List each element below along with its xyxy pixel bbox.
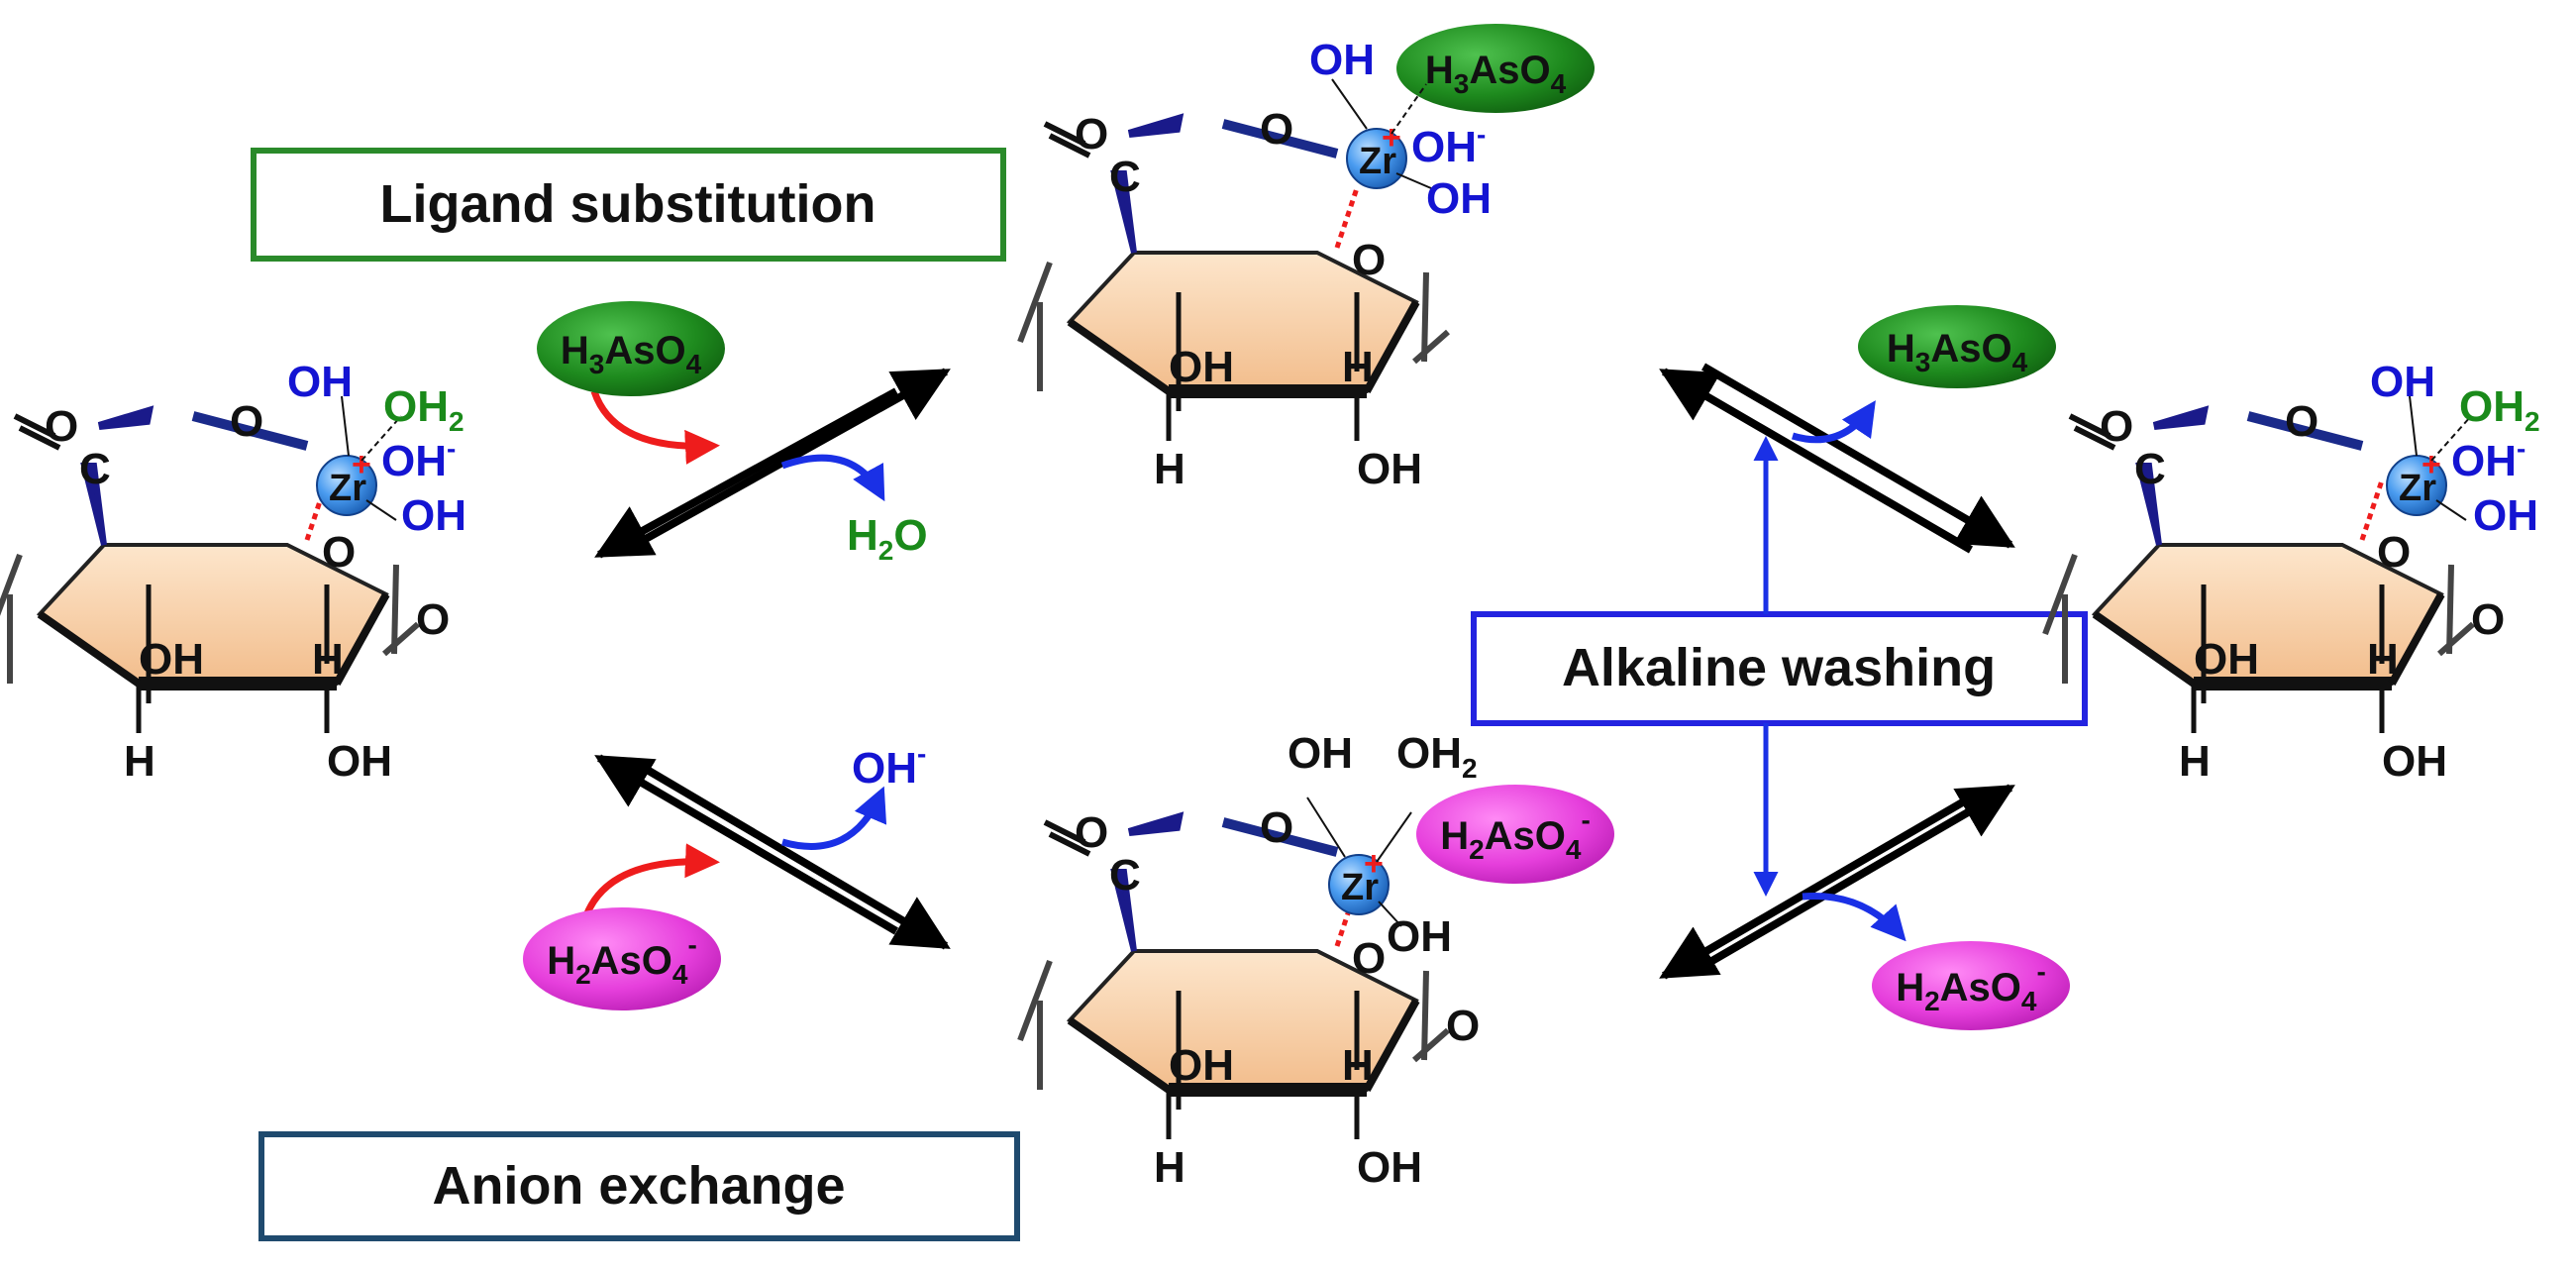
- h3aso4-oval-right: H3AsO4: [1858, 305, 2056, 388]
- oh-out-arrow: [781, 786, 887, 850]
- svg-text:OH: OH: [139, 635, 204, 684]
- svg-text:C: C: [1109, 153, 1141, 201]
- svg-text:O: O: [45, 402, 78, 451]
- svg-text:O: O: [322, 528, 356, 577]
- svg-text:OH2: OH2: [383, 382, 464, 437]
- svg-text:Zr: Zr: [2399, 468, 2436, 509]
- svg-text:OH: OH: [2370, 358, 2435, 406]
- svg-text:OH: OH: [1357, 1143, 1422, 1192]
- svg-text:O: O: [2285, 397, 2318, 446]
- svg-text:Zr: Zr: [1341, 867, 1379, 908]
- svg-text:OH: OH: [287, 358, 353, 406]
- svg-text:H: H: [1154, 445, 1185, 493]
- svg-text:OH: OH: [2473, 491, 2538, 540]
- ligand-substitution-box: [251, 148, 1006, 262]
- h3aso4-oval-top: H3AsO4: [1396, 24, 1595, 113]
- svg-text:OH-: OH-: [2451, 433, 2525, 485]
- svg-text:O: O: [1446, 1002, 1480, 1050]
- h2aso4-oval-right: H2AsO4-: [1872, 941, 2070, 1030]
- svg-text:O: O: [1260, 803, 1293, 852]
- svg-text:H: H: [2367, 635, 2399, 684]
- svg-text:OH: OH: [1387, 912, 1452, 961]
- svg-text:OH2: OH2: [1396, 729, 1478, 784]
- equilibrium-arrows-upper-left: [594, 368, 951, 559]
- svg-text:OH-: OH-: [381, 433, 456, 485]
- svg-text:H2AsO4-: H2AsO4-: [1896, 956, 2046, 1016]
- svg-text:OH: OH: [1288, 729, 1353, 778]
- oh-minus-label: OH-: [852, 738, 926, 793]
- svg-text:O: O: [1075, 808, 1108, 857]
- svg-text:C: C: [2134, 445, 2166, 493]
- svg-text:H: H: [2179, 737, 2211, 786]
- svg-text:OH-: OH-: [1411, 119, 1486, 171]
- molecule-left: O O C O O OH H H OH Zr + OH OH2 OH- OH: [0, 358, 466, 786]
- svg-text:Zr: Zr: [1359, 141, 1396, 182]
- svg-text:O: O: [2100, 402, 2133, 451]
- svg-text:C: C: [79, 445, 111, 493]
- h2o-label: H2O: [847, 511, 928, 566]
- svg-text:OH: OH: [1169, 1041, 1234, 1090]
- svg-text:H3AsO4: H3AsO4: [561, 329, 702, 379]
- svg-text:C: C: [1109, 851, 1141, 900]
- equilibrium-arrows-lower-right: [1659, 784, 2015, 980]
- anion-exchange-box: [258, 1131, 1020, 1241]
- svg-text:O: O: [1352, 934, 1386, 983]
- svg-text:H3AsO4: H3AsO4: [1887, 327, 2028, 377]
- ligand-substitution-label: Ligand substitution: [380, 174, 876, 234]
- alkaline-washing-label: Alkaline washing: [1562, 638, 1996, 697]
- h3aso4-oval-left: H3AsO4: [537, 301, 725, 396]
- svg-text:OH: OH: [2382, 737, 2447, 786]
- h2aso4-in-arrow: [580, 843, 720, 923]
- svg-text:OH: OH: [327, 737, 392, 786]
- alkaline-washing-box: [1471, 611, 2088, 726]
- svg-text:+: +: [2421, 446, 2441, 483]
- svg-text:H: H: [1342, 1041, 1374, 1090]
- svg-text:H3AsO4: H3AsO4: [1425, 49, 1567, 99]
- molecule-right: O O C O O OH H H OH Zr + OH OH2 OH- OH: [2045, 358, 2540, 786]
- svg-text:OH: OH: [1357, 445, 1422, 493]
- svg-text:OH: OH: [1426, 174, 1492, 223]
- svg-text:O: O: [1260, 105, 1293, 154]
- svg-text:OH: OH: [1309, 36, 1375, 84]
- molecule-top: O O C O OH H H OH Zr + OH OH- OH: [1020, 36, 1492, 493]
- h2aso4-oval-left: H2AsO4-: [523, 907, 721, 1010]
- h2o-out-arrow: [780, 454, 885, 502]
- svg-text:+: +: [352, 446, 371, 483]
- svg-text:O: O: [1352, 236, 1386, 284]
- h3aso4-release-arrow: [1791, 400, 1876, 444]
- h2aso4-release-arrow: [1802, 893, 1906, 942]
- svg-text:H: H: [124, 737, 155, 786]
- svg-text:H: H: [312, 635, 344, 684]
- svg-text:+: +: [1364, 845, 1384, 883]
- svg-text:H2AsO4-: H2AsO4-: [547, 929, 697, 990]
- svg-text:+: +: [1382, 119, 1401, 157]
- h2aso4-oval-middle: H2AsO4-: [1416, 785, 1614, 884]
- svg-text:OH: OH: [1169, 343, 1234, 391]
- svg-text:OH: OH: [401, 491, 466, 540]
- svg-text:Zr: Zr: [329, 468, 366, 509]
- equilibrium-arrows-upper-right: [1659, 363, 2015, 554]
- svg-text:H: H: [1154, 1143, 1185, 1192]
- svg-text:O: O: [416, 595, 450, 644]
- svg-text:O: O: [1075, 110, 1108, 159]
- svg-text:H: H: [1342, 343, 1374, 391]
- svg-text:OH2: OH2: [2459, 382, 2540, 437]
- anion-exchange-label: Anion exchange: [432, 1156, 845, 1216]
- h3aso4-in-arrow: [590, 389, 720, 465]
- equilibrium-arrows-lower-left: [594, 754, 951, 950]
- svg-text:H2AsO4-: H2AsO4-: [1440, 804, 1591, 865]
- molecule-bottom: O O C O O OH H H OH Zr + OH OH2 OH: [1020, 729, 1480, 1192]
- svg-text:O: O: [2377, 528, 2411, 577]
- svg-text:O: O: [230, 397, 263, 446]
- svg-text:O: O: [2471, 595, 2505, 644]
- svg-text:OH: OH: [2194, 635, 2259, 684]
